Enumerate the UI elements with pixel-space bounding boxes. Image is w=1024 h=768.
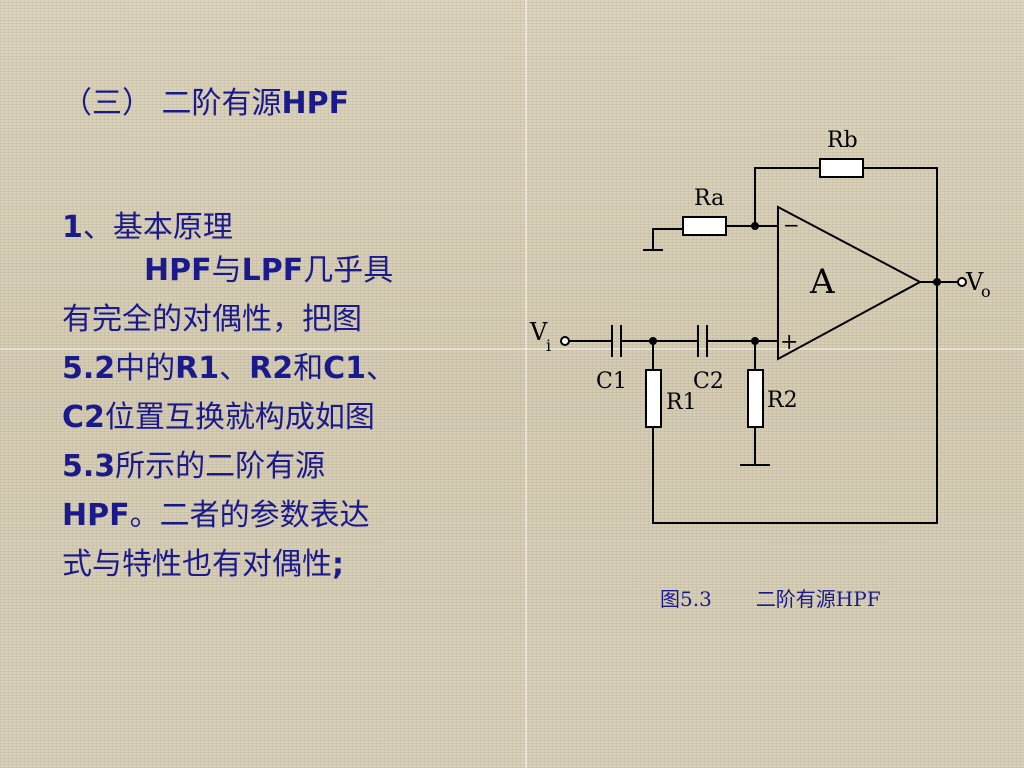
paragraph-text: 与 xyxy=(211,253,242,288)
capacitor-c2 xyxy=(697,325,708,357)
heading-text: 、基本原理 xyxy=(82,210,233,245)
caption-name: 二阶有源HPF xyxy=(755,587,881,611)
paragraph-line: 5.3所示的二阶有源 xyxy=(62,442,482,491)
resistor-ra xyxy=(682,216,727,236)
bold-term: R1 xyxy=(175,351,220,386)
paragraph-text: 位置互换就构成如图 xyxy=(104,400,375,435)
paragraph-text: 和 xyxy=(293,351,324,386)
bold-term: HPF xyxy=(144,253,212,288)
heading-number: 1 xyxy=(62,210,83,245)
paragraph-text: 所示的二阶有源 xyxy=(115,449,326,484)
junction-dot xyxy=(649,337,657,345)
bold-term: HPF xyxy=(62,498,130,533)
paragraph-line: C2位置互换就构成如图 xyxy=(62,393,482,442)
op-amp xyxy=(777,205,923,361)
junction-dot xyxy=(751,337,759,345)
label-vo-sub: o xyxy=(981,282,991,301)
paragraph-line: 有完全的对偶性，把图 xyxy=(62,295,482,344)
bold-term: C2 xyxy=(62,400,105,435)
label-r2: R2 xyxy=(767,388,798,413)
figure-caption: 图5.3 二阶有源HPF xyxy=(660,583,881,612)
capacitor-c1 xyxy=(611,325,622,357)
paragraph-text: 有完全的对偶性，把图 xyxy=(62,302,362,337)
junction-dot xyxy=(933,278,941,286)
wire xyxy=(652,282,938,524)
vo-terminal xyxy=(957,277,967,287)
bold-term: C1 xyxy=(323,351,367,386)
paragraph-text: 、 xyxy=(219,351,250,386)
wire xyxy=(652,228,683,250)
bold-term: LPF xyxy=(241,253,304,288)
label-vo: V xyxy=(965,268,984,296)
paragraph-text: 式与特性也有对偶性 xyxy=(62,547,332,582)
label-vi-sub: i xyxy=(546,336,551,355)
wire xyxy=(754,167,820,226)
resistor-r1 xyxy=(645,369,662,428)
bold-term: 5.3 xyxy=(62,449,116,484)
resistor-rb xyxy=(819,158,864,178)
paragraph-text: 。二者的参数表达 xyxy=(129,498,370,533)
background-seam xyxy=(525,0,527,768)
paragraph-line: 式与特性也有对偶性; xyxy=(62,540,482,589)
resistor-r2 xyxy=(747,369,764,428)
bold-term: ; xyxy=(332,547,344,582)
junction-dot xyxy=(751,222,759,230)
label-c2: C2 xyxy=(693,369,724,394)
label-minus: − xyxy=(783,213,800,237)
label-r1: R1 xyxy=(666,390,697,415)
bold-term: 5.2 xyxy=(62,351,116,386)
title-bold: HPF xyxy=(281,86,350,121)
bold-term: R2 xyxy=(249,351,294,386)
vi-terminal xyxy=(560,336,570,346)
caption-number: 图5.3 xyxy=(660,587,712,611)
label-amp: A xyxy=(809,262,835,302)
label-vi: V xyxy=(529,318,548,346)
paragraph-line: HPF。二者的参数表达 xyxy=(62,491,482,540)
label-ra: Ra xyxy=(694,186,724,211)
wire xyxy=(863,167,938,282)
paragraph-line: 5.2中的R1、R2和C1、 xyxy=(62,344,482,393)
paragraph-text: 中的 xyxy=(115,351,176,386)
paragraph-line: HPF与LPF几乎具 xyxy=(62,246,482,295)
paragraph-text: 、 xyxy=(366,351,397,386)
label-c1: C1 xyxy=(596,369,627,394)
paragraph-text: 几乎具 xyxy=(303,253,394,288)
title-prefix: （三） 二阶有源 xyxy=(62,86,282,121)
label-plus: + xyxy=(780,330,798,355)
background-seam xyxy=(0,348,1024,350)
label-rb: Rb xyxy=(827,128,858,153)
slide-title: （三） 二阶有源HPF xyxy=(62,78,349,122)
section-heading: 1、基本原理 xyxy=(62,202,233,246)
